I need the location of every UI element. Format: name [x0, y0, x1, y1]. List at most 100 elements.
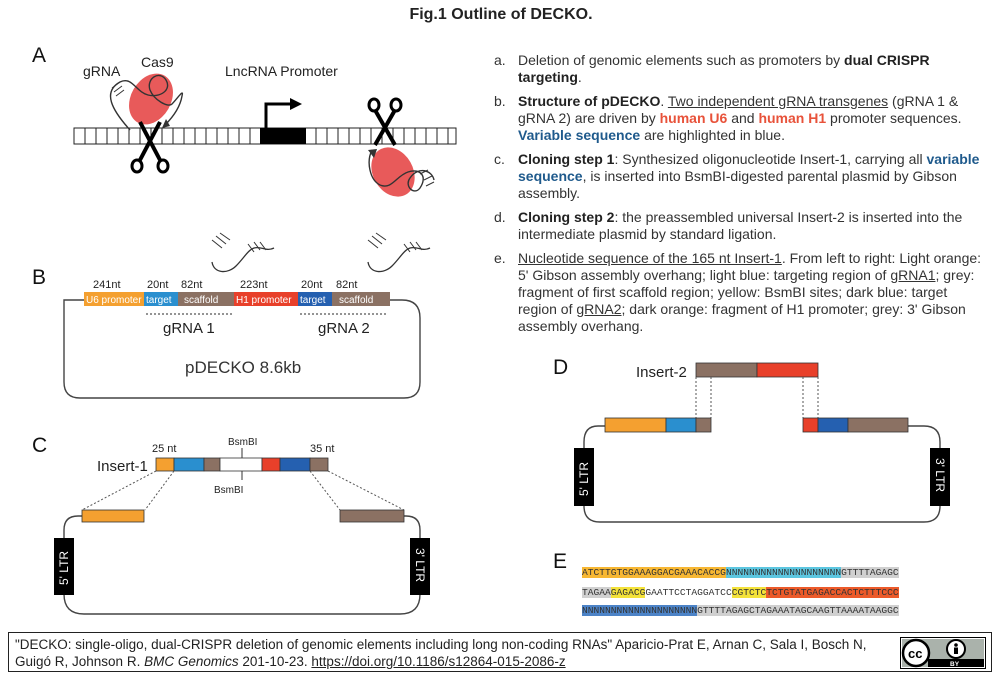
sequence-segment: GAATTCCTAGGATCC	[645, 587, 732, 598]
legend-a-bold: dual CRISPR targeting	[518, 52, 930, 85]
cc-by-license-icon: cc BY	[900, 637, 986, 669]
vector-scaffold-frag-d	[695, 417, 712, 433]
grna1-stem	[211, 232, 267, 253]
citation-date: 201-10-23.	[238, 654, 312, 669]
panel-d-diagram: Insert-2 5' LTR 3' LTR	[574, 362, 950, 523]
scissors-right-handle-b	[389, 97, 403, 113]
grna2-stem	[367, 232, 423, 253]
seg-label-u6: U6 promoter	[86, 295, 142, 306]
legend-c-t1: : Synthesized oligonucleotide Insert-1, …	[614, 151, 927, 167]
sequence-segment: GAGACG	[610, 587, 646, 598]
panel-label-c: C	[32, 434, 47, 457]
insert1-3p-overhang	[309, 457, 329, 472]
figure-legend: a. Deletion of genomic elements such as …	[494, 52, 984, 342]
legend-item-c: c. Cloning step 1: Synthesized oligonucl…	[494, 151, 984, 202]
segment-h1-promoter	[234, 292, 298, 306]
legend-b-variable: Variable sequence	[518, 127, 641, 143]
legend-c-variable: variable sequence	[518, 151, 980, 184]
segment-target-2	[298, 292, 332, 306]
scissors-left-handle-b	[156, 158, 170, 174]
scissors-left-icon	[138, 121, 162, 161]
insert1-target-1	[173, 457, 205, 472]
grna-left-stripes	[111, 81, 125, 97]
grna-right-stripes	[419, 169, 435, 187]
sequence-line-3: NNNNNNNNNNNNNNNNNNNNGTTTTAGAGCTAGAAATAGC…	[582, 605, 899, 616]
legend-letter-e: e.	[494, 250, 506, 266]
legend-letter-d: d.	[494, 209, 506, 225]
label-25nt: 25 nt	[152, 443, 176, 455]
sequence-segment: NNNNNNNNNNNNNNNNNNNN	[725, 567, 842, 578]
legend-item-a: a. Deletion of genomic elements such as …	[494, 52, 984, 86]
insert1-spacer	[219, 457, 263, 472]
ltr-3p-box-c	[410, 538, 430, 595]
legend-b-t3: promoter sequences.	[826, 110, 962, 126]
legend-letter-a: a.	[494, 52, 506, 68]
sequence-segment: ATCTTGTGGAAAGGACGAAACACCG	[582, 567, 726, 578]
citation-main: "DECKO: single-oligo, dual-CRISPR deleti…	[15, 637, 867, 669]
label-pdecko: pDECKO 8.6kb	[185, 358, 301, 377]
insert1-h1-frag	[261, 457, 281, 472]
legend-b-human-h1: human H1	[758, 110, 827, 126]
segment-target-1	[144, 292, 178, 306]
sequence-line-1: ATCTTGTGGAAAGGACGAAACACCGNNNNNNNNNNNNNNN…	[582, 567, 899, 578]
legend-b-t1: (gRNA 1 & gRNA 2) are driven by	[518, 93, 959, 126]
legend-e-underline: Nucleotide sequence of the 165 nt Insert…	[518, 250, 782, 266]
citation-doi-link[interactable]: https://doi.org/10.1186/s12864-015-2086-…	[311, 654, 566, 669]
legend-b-human-u6: human U6	[659, 110, 728, 126]
legend-b-underline: Two independent gRNA transgenes	[667, 93, 889, 109]
panel-b-diagram: U6 promoter target scaffold H1 promoter …	[63, 232, 431, 399]
legend-e-t1: . From left to right: Light orange: 5' G…	[518, 250, 982, 283]
len-target-2: 20nt	[301, 279, 322, 291]
sequence-segment: TCTGTATGAGACCACTCTTTCCC	[766, 587, 899, 598]
citation-text: "DECKO: single-oligo, dual-CRISPR deleti…	[15, 636, 895, 670]
legend-e-grna2: gRNA2	[576, 301, 622, 317]
vector-5p-overhang-c	[81, 509, 145, 523]
legend-b-bold: Structure of pDECKO	[518, 93, 661, 109]
ltr-5p-box-d	[574, 448, 594, 506]
seg-label-scaffold-2: scaffold	[339, 295, 373, 306]
ltr-3p-box-d	[930, 448, 950, 506]
label-grna: gRNA	[83, 63, 121, 79]
legend-item-e: e. Nucleotide sequence of the 165 nt Ins…	[494, 250, 984, 335]
citation-box: "DECKO: single-oligo, dual-CRISPR deleti…	[8, 632, 992, 672]
label-insert2: Insert-2	[636, 364, 687, 381]
grna-right-arrowhead	[368, 149, 377, 158]
ligation-lines	[695, 377, 819, 418]
legend-e-t2: ; grey: fragment of first scaffold regio…	[518, 267, 975, 317]
label-ltr5-d: 5' LTR	[577, 462, 591, 496]
legend-a-end: .	[577, 69, 582, 85]
scissors-left-handle-a	[130, 158, 144, 174]
legend-e-grna1: gRNA1	[890, 267, 936, 283]
legend-b-t4: are highlighted in blue.	[640, 127, 785, 143]
vector-3p-overhang-c	[339, 509, 405, 523]
label-cas9: Cas9	[141, 54, 174, 70]
ltr-5p-box-c	[54, 538, 74, 595]
legend-b-sep: .	[660, 93, 668, 109]
legend-c-t2: , is inserted into BsmBI-digested parent…	[518, 168, 957, 201]
panel-label-b: B	[32, 266, 46, 289]
tss-arrow-icon	[264, 102, 292, 128]
scissors-right-handle-a	[367, 97, 381, 113]
segment-u6-promoter	[84, 292, 144, 306]
len-target-1: 20nt	[147, 279, 168, 291]
lncrna-promoter-block	[260, 128, 306, 144]
seg-label-scaffold-1: scaffold	[184, 295, 218, 306]
panel-c-diagram: BsmBI BsmBI 25 nt 35 nt Insert-1 5' LTR …	[54, 437, 430, 615]
scissors-right-icon	[373, 109, 397, 146]
legend-letter-b: b.	[494, 93, 506, 109]
by-label: BY	[950, 661, 960, 668]
cas9-right-icon	[371, 147, 415, 197]
sequence-segment: GTTTTAGAGCTAGAAATAGCAAGTTAAAATAAGGC	[697, 605, 899, 616]
label-insert1: Insert-1	[97, 458, 148, 475]
vector-backbone-c	[63, 515, 421, 615]
legend-a-text: Deletion of genomic elements such as pro…	[518, 52, 845, 68]
legend-d-t1: : the preassembled universal Insert-2 is…	[518, 209, 963, 242]
sequence-segment: GTTTTAGAGC	[841, 567, 899, 578]
panel-label-a: A	[32, 44, 46, 67]
vector-h1-frag-d	[802, 417, 819, 433]
label-bsmbi-top: BsmBI	[228, 437, 257, 448]
vector-target-2-d	[817, 417, 849, 433]
label-bsmbi-bottom: BsmBI	[214, 485, 243, 496]
insert2-h1	[756, 362, 819, 378]
